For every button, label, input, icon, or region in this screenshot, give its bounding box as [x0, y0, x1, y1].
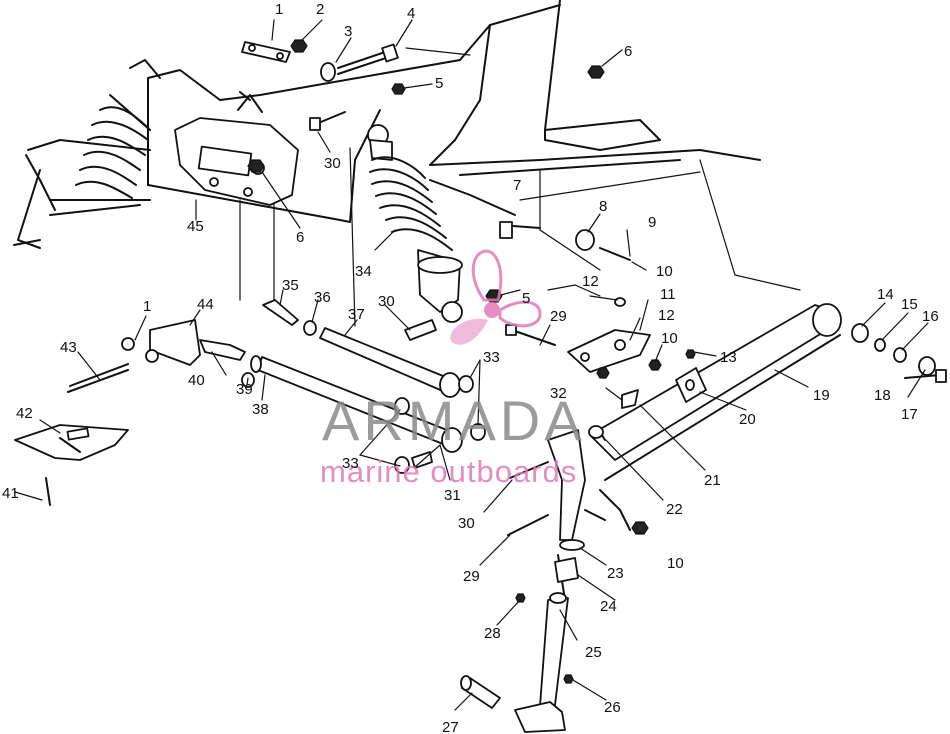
callout-30: 30	[378, 293, 395, 310]
callout-15: 15	[901, 296, 918, 313]
callout-34: 34	[355, 263, 372, 280]
callout-10: 10	[656, 263, 673, 280]
callout-14: 14	[877, 286, 894, 303]
callout-leader-lines	[14, 19, 929, 711]
callout-36: 36	[314, 289, 331, 306]
callout-22: 22	[666, 501, 683, 518]
callout-6: 6	[624, 43, 632, 60]
callout-5: 5	[522, 290, 530, 307]
callout-17: 17	[901, 406, 918, 423]
callout-44: 44	[197, 296, 214, 313]
callout-12: 12	[658, 307, 675, 324]
callout-38: 38	[252, 401, 269, 418]
trailing-arm	[584, 303, 842, 531]
callout-39: 39	[236, 381, 253, 398]
callout-19: 19	[813, 387, 830, 404]
callout-43: 43	[60, 339, 77, 356]
callout-20: 20	[739, 411, 756, 428]
callout-32: 32	[550, 385, 567, 402]
callout-1: 1	[143, 298, 151, 315]
callout-33: 33	[342, 455, 359, 472]
callout-10: 10	[661, 330, 678, 347]
propeller-logo	[450, 249, 542, 345]
callout-8: 8	[599, 198, 607, 215]
callout-24: 24	[600, 598, 617, 615]
callout-27: 27	[442, 719, 459, 734]
callout-41: 41	[2, 485, 19, 502]
watermark-tagline: marine outboards	[320, 454, 577, 489]
callout-31: 31	[444, 487, 461, 504]
chassis-frame	[147, 0, 801, 301]
callout-40: 40	[188, 372, 205, 389]
callout-29: 29	[550, 308, 567, 325]
callout-5: 5	[435, 75, 443, 92]
spindle-assembly	[514, 429, 586, 733]
watermark-brand: ARMADA	[322, 389, 586, 452]
callout-1: 1	[275, 1, 283, 18]
front-shock-absorber	[367, 124, 463, 323]
ski-pin	[460, 675, 501, 709]
callout-28: 28	[484, 625, 501, 642]
hardware-small-parts	[45, 39, 947, 684]
callout-30: 30	[458, 515, 475, 532]
callout-6: 6	[296, 229, 304, 246]
callout-37: 37	[348, 306, 365, 323]
radius-rods	[250, 327, 463, 453]
callout-42: 42	[16, 405, 33, 422]
callout-30: 30	[324, 155, 341, 172]
upper-bolt	[320, 43, 399, 82]
callout-29: 29	[463, 568, 480, 585]
callout-21: 21	[704, 472, 721, 489]
left-mount-bracket	[67, 319, 255, 393]
callout-9: 9	[648, 214, 656, 231]
armada-watermark: ARMADA marine outboards	[320, 249, 586, 489]
callout-4: 4	[407, 5, 415, 22]
callout-13: 13	[720, 349, 737, 366]
callout-35: 35	[282, 277, 299, 294]
callout-10: 10	[667, 555, 684, 572]
callout-7: 7	[513, 177, 521, 194]
callout-3: 3	[344, 23, 352, 40]
callout-2: 2	[316, 1, 324, 18]
callout-16: 16	[922, 308, 939, 325]
left-shock-assembly	[13, 59, 161, 249]
callout-33: 33	[483, 349, 500, 366]
skid-plate	[14, 424, 129, 461]
upper-a-arm	[429, 179, 651, 373]
callout-26: 26	[604, 699, 621, 716]
callout-25: 25	[585, 644, 602, 661]
callout-45: 45	[187, 218, 204, 235]
callout-12: 12	[582, 273, 599, 290]
callout-18: 18	[874, 387, 891, 404]
callout-11: 11	[660, 286, 676, 303]
mounting-bracket	[174, 94, 299, 206]
callout-23: 23	[607, 565, 624, 582]
